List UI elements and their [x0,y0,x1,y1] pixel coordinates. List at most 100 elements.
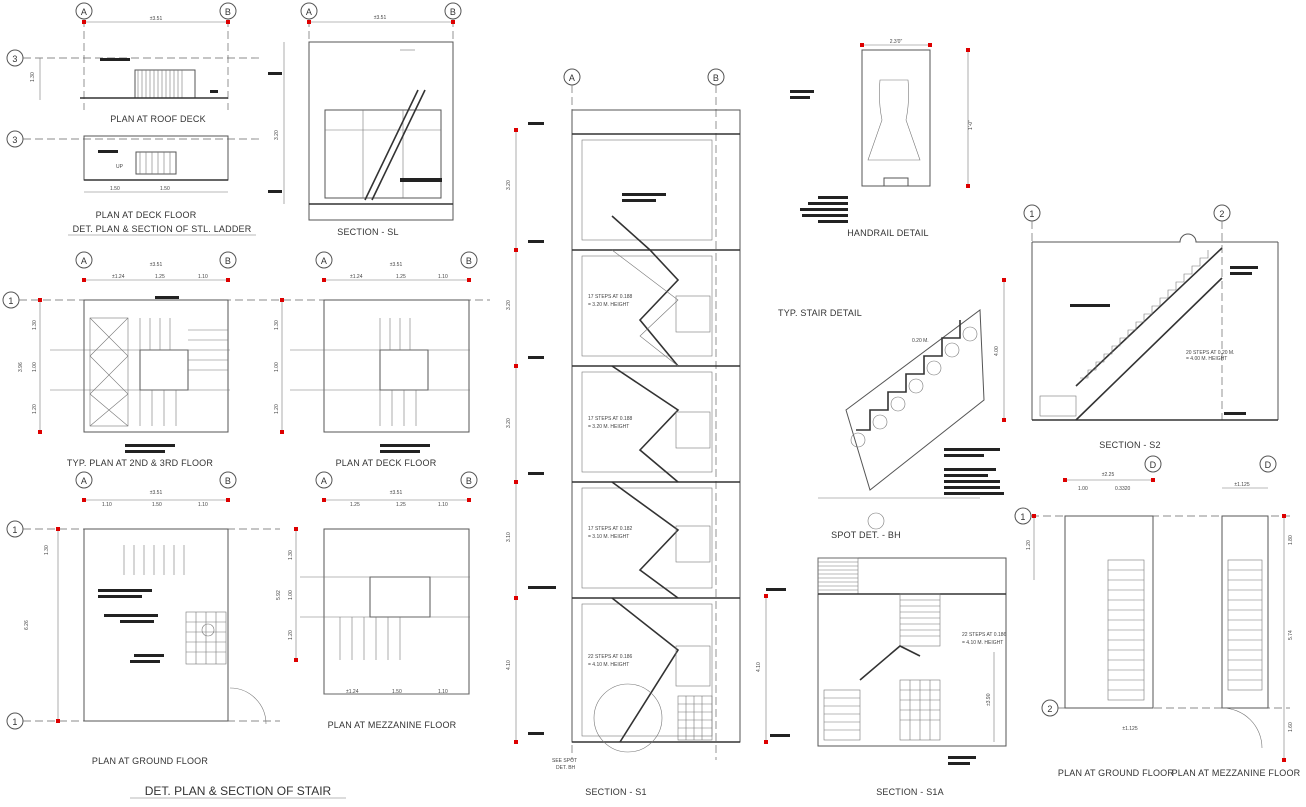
svg-text:1.50: 1.50 [160,186,170,192]
grid-bubble-a: A [75,251,93,269]
svg-text:±3.51: ±3.51 [150,16,163,22]
svg-text:±3.51: ±3.51 [150,262,163,268]
svg-text:SEE SPOT: SEE SPOT [552,758,577,764]
grid-bubble-1: 1 [6,520,24,538]
svg-text:3: 3 [12,54,17,64]
svg-text:1: 1 [8,296,13,306]
svg-text:1.30: 1.30 [274,320,280,330]
dimension-tick [451,20,455,24]
dimension-tick [467,498,471,502]
svg-text:TYP. STAIR DETAIL: TYP. STAIR DETAIL [778,308,862,318]
section-s2: 4.00 20 STEPS AT 0.20 M. = 4.00 M. HEIGH… [994,233,1279,450]
svg-text:SPOT DET. - BH: SPOT DET. - BH [831,530,901,540]
svg-text:±1.24: ±1.24 [112,274,125,280]
svg-text:1.10: 1.10 [438,274,448,280]
dimension-tick [38,298,42,302]
svg-text:PLAN AT MEZZANINE FLOOR: PLAN AT MEZZANINE FLOOR [1172,768,1301,778]
svg-text:1.30: 1.30 [44,545,50,555]
svg-text:1.25: 1.25 [155,274,165,280]
svg-text:±1.125: ±1.125 [1234,482,1249,488]
svg-text:5.74: 5.74 [1288,630,1294,640]
svg-text:1.25: 1.25 [396,274,406,280]
dimension-tick [1151,478,1155,482]
plan-ground-floor: ±3.51 1.10 1.50 1.10 6.26 1.30 PLAN AT G… [24,490,267,766]
svg-text:2: 2 [1047,704,1052,714]
svg-text:1.10: 1.10 [102,502,112,508]
plan-mezzanine-floor: ±3.51 1.25 1.25 1.10 1.30 1.00 1.20 5.92… [276,490,470,730]
dimension-tick [322,278,326,282]
svg-text:1.00: 1.00 [1078,486,1088,492]
dimension-tick [514,740,518,744]
dimension-tick [1002,418,1006,422]
svg-text:SECTION - S2: SECTION - S2 [1099,440,1160,450]
svg-text:B: B [450,7,456,17]
grid-bubble-b: B [219,471,237,489]
svg-text:3: 3 [12,135,17,145]
svg-text:±3.51: ±3.51 [390,490,403,496]
svg-text:4.00: 4.00 [994,346,1000,356]
svg-text:SECTION - S1: SECTION - S1 [585,787,646,797]
dimension-tick [1032,514,1036,518]
svg-text:1.20: 1.20 [1026,540,1032,550]
svg-text:B: B [466,476,472,486]
grid-bubble-b: B [219,2,237,20]
svg-text:DET. PLAN & SECTION OF STL. LA: DET. PLAN & SECTION OF STL. LADDER [73,224,252,234]
dimension-ticks [38,20,1286,762]
svg-text:±3.51: ±3.51 [374,15,387,21]
svg-text:PLAN AT DECK FLOOR: PLAN AT DECK FLOOR [336,458,437,468]
svg-text:±1.24: ±1.24 [346,689,359,695]
grid-bubble-a: A [300,2,318,20]
grid-bubble-a: A [315,471,333,489]
svg-text:1.20: 1.20 [274,404,280,414]
svg-text:PLAN AT GROUND FLOOR: PLAN AT GROUND FLOOR [92,756,208,766]
dimension-tick [38,430,42,434]
dimension-tick [280,430,284,434]
svg-text:1.30: 1.30 [30,72,36,82]
svg-text:1.60: 1.60 [1288,722,1294,732]
svg-text:1'-0": 1'-0" [968,120,974,130]
svg-text:1.80: 1.80 [1288,535,1294,545]
grid-bubble-a: A [75,471,93,489]
svg-text:2.3'0": 2.3'0" [890,39,903,45]
svg-text:A: A [81,256,87,266]
svg-text:1: 1 [1020,512,1025,522]
svg-text:A: A [81,476,87,486]
svg-text:UP: UP [116,164,124,170]
svg-text:A: A [306,7,312,17]
svg-text:3.20: 3.20 [506,180,512,190]
svg-text:B: B [713,73,719,83]
dimension-tick [56,527,60,531]
svg-text:B: B [466,256,472,266]
svg-text:17 STEPS AT 0.188: 17 STEPS AT 0.188 [588,416,633,422]
dimension-tick [322,498,326,502]
plan-deck-floor-top: UP 1.50 1.50 PLAN AT DECK FLOOR DET. PLA… [68,135,256,236]
svg-text:4.10: 4.10 [756,662,762,672]
svg-text:B: B [225,7,231,17]
dimension-tick [56,719,60,723]
dimension-tick [514,364,518,368]
typ-stair-detail: TYP. STAIR DETAIL 0.20 M. SPOT DET. - BH [778,308,1004,540]
svg-text:1.50: 1.50 [152,502,162,508]
dimension-tick [966,184,970,188]
dimension-tick [514,480,518,484]
svg-text:17 STEPS AT 0.182: 17 STEPS AT 0.182 [588,526,633,532]
dimension-tick [294,527,298,531]
dimension-tick [307,20,311,24]
svg-text:±1.24: ±1.24 [350,274,363,280]
grid-bubble-b: B [707,68,725,86]
svg-text:1: 1 [12,525,17,535]
grid-bubble-1: 1 [1014,507,1032,525]
section-sl: ±3.51 3.20 SECTION - SL [268,15,454,237]
svg-text:1.50: 1.50 [110,186,120,192]
grid-lines [19,19,1290,760]
grid-bubble-d: D [1259,455,1277,473]
dimension-tick [514,248,518,252]
svg-text:= 3.20 M. HEIGHT: = 3.20 M. HEIGHT [588,302,629,308]
dimension-tick [764,740,768,744]
dimension-tick [82,278,86,282]
svg-text:22 STEPS AT 0.186: 22 STEPS AT 0.186 [588,654,633,660]
grid-bubble-1: 1 [2,291,20,309]
svg-text:1: 1 [12,717,17,727]
svg-text:1.20: 1.20 [288,630,294,640]
dimension-tick [966,48,970,52]
